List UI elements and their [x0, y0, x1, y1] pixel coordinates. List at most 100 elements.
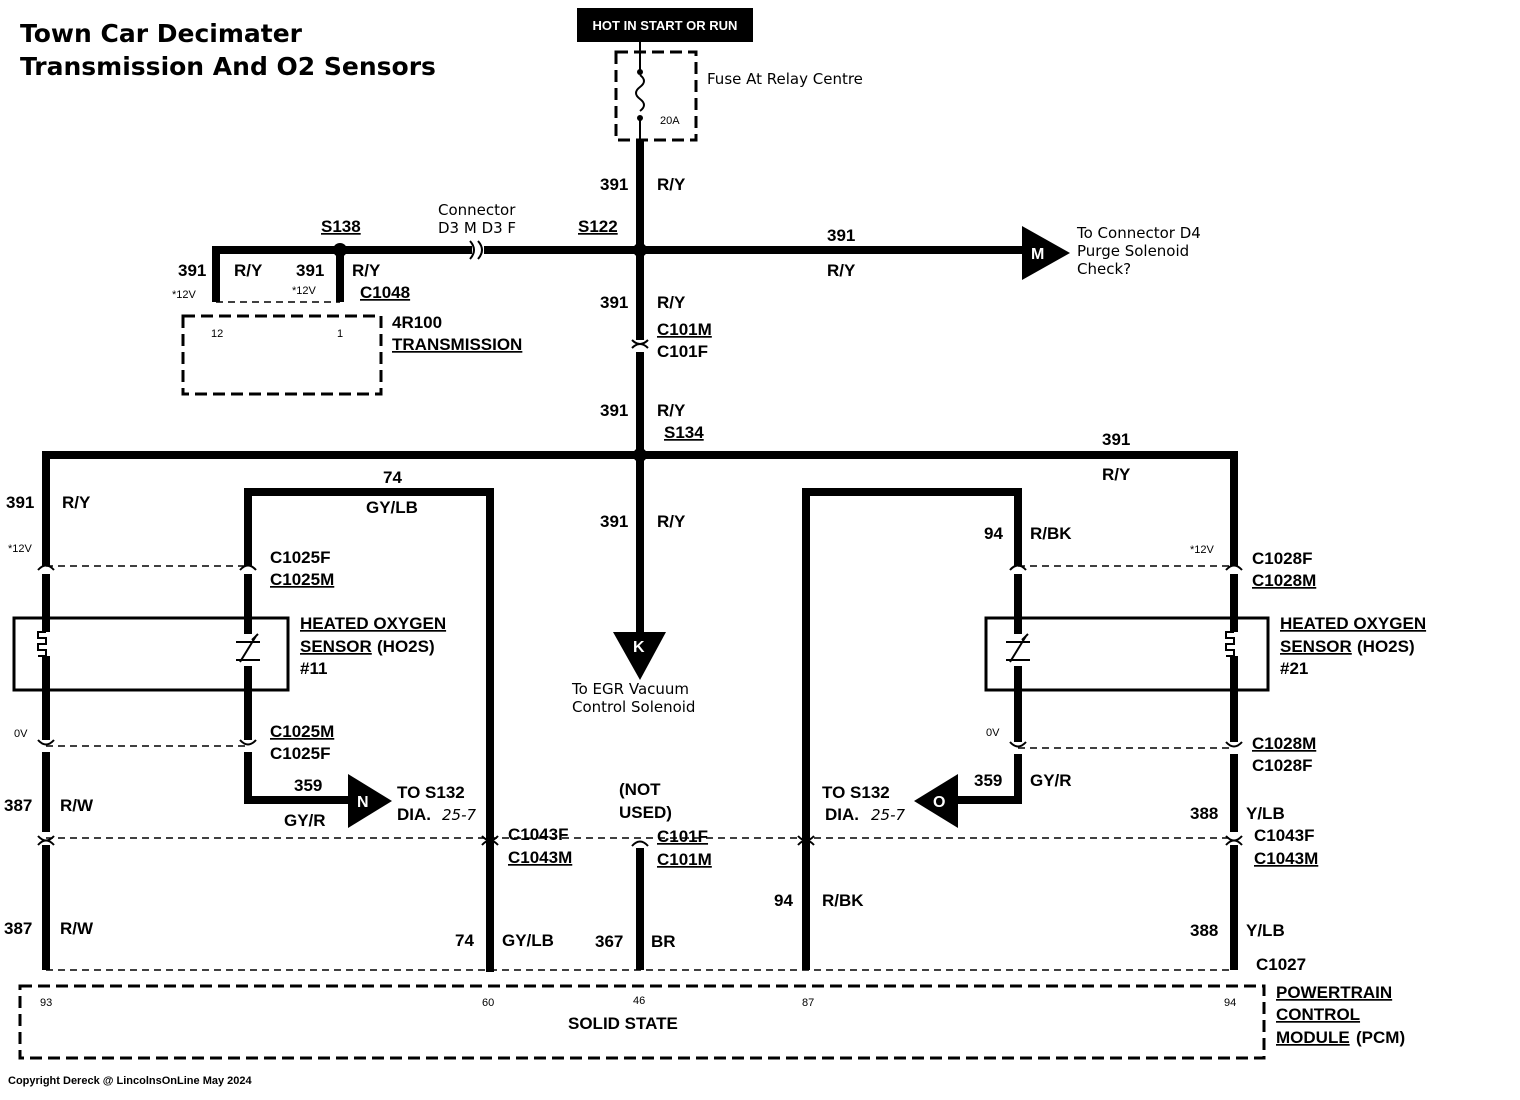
destination-k-letter: K	[633, 639, 645, 656]
connector-c1028m-upper: C1028M	[1252, 571, 1316, 590]
wire-label-94-right: 94	[984, 524, 1003, 543]
wire-label-367: 367	[595, 932, 623, 951]
transmission-label: TRANSMISSION	[392, 335, 522, 354]
voltage-0v-left: 0V	[14, 728, 28, 740]
diagram-title-line2: Transmission And O2 Sensors	[20, 52, 436, 81]
pcm-pin-60: 60	[482, 997, 494, 1009]
wire-label-391-k: 391	[600, 512, 628, 531]
connector-c1028f-upper: C1028F	[1252, 549, 1312, 568]
wire-label-391-b: 391	[600, 293, 628, 312]
wire-label-391-left: 391	[6, 493, 34, 512]
s132-right-dia: DIA.	[825, 805, 859, 824]
destination-m-arrow	[1022, 226, 1070, 280]
not-used-line2: USED)	[619, 803, 672, 822]
connector-c1043-pin-74-b	[481, 839, 499, 846]
left-sensor-line1: HEATED OXYGEN	[300, 614, 446, 633]
s132-left-dia: DIA.	[397, 805, 431, 824]
wire-color-rbk-lower: R/BK	[822, 891, 864, 910]
right-o2-sensor-box	[984, 616, 1270, 692]
destination-m-line2: Purge Solenoid	[1077, 242, 1189, 260]
pcm-line3a: MODULE	[1276, 1028, 1350, 1047]
wire-label-387-b: 387	[4, 919, 32, 938]
right-sensor-num: #21	[1280, 659, 1308, 678]
fuse-box	[614, 50, 698, 142]
destination-o-arrow	[914, 774, 958, 828]
connector-c1025-lower-pin-a	[37, 739, 55, 746]
o2-sensing-element-icon	[1006, 633, 1030, 663]
connector-c101-lower-pin	[631, 840, 649, 847]
fuse-icon	[635, 74, 645, 112]
wire-color-ry-left: R/Y	[62, 493, 91, 512]
connector-c1025-lower-pin-b	[239, 739, 257, 746]
left-o2-sensor-box	[12, 616, 290, 692]
wire-label-388-a: 388	[1190, 804, 1218, 823]
wire-color-gylb-b: GY/LB	[502, 931, 554, 950]
wire-color-gyr-left: GY/R	[284, 811, 326, 830]
wire-label-391-trans-a: 391	[178, 261, 206, 280]
wire-label-388-b: 388	[1190, 921, 1218, 940]
connector-c1043f-left: C1043F	[508, 825, 568, 844]
voltage-12v-right: *12V	[1190, 544, 1215, 556]
destination-m-letter: M	[1031, 246, 1044, 263]
connector-c1043f-right: C1043F	[1254, 826, 1314, 845]
wire-74-loop	[244, 488, 494, 972]
connector-c101f-lower: C101F	[657, 827, 708, 846]
wire-label-74: 74	[383, 468, 402, 487]
connector-c1043m-left: C1043M	[508, 848, 572, 867]
fuse-terminal-top	[637, 69, 643, 75]
wire-359-right	[956, 754, 1022, 804]
connector-c101m-label: C101M	[657, 320, 712, 339]
wire-label-359-right: 359	[974, 771, 1002, 790]
destination-k-arrow	[613, 632, 666, 680]
connector-c1043-pin-388-b	[1225, 839, 1243, 846]
heater-element-icon	[37, 631, 47, 657]
connector-c1043-pin-387-b	[37, 839, 55, 846]
wire-color-ry-c: R/Y	[657, 401, 686, 420]
pcm-line3b: (PCM)	[1356, 1028, 1405, 1047]
hot-in-start-label: HOT IN START OR RUN	[593, 18, 738, 33]
wire-color-ry-a: R/Y	[657, 175, 686, 194]
copyright-text: Copyright Dereck @ LincolnsOnLine May 20…	[8, 1075, 253, 1087]
s132-right-line1: TO S132	[822, 783, 890, 802]
pcm-pin-46: 46	[633, 995, 645, 1007]
pcm-line1: POWERTRAIN	[1276, 983, 1392, 1002]
wire-color-ylb-b: Y/LB	[1246, 921, 1285, 940]
splice-s134-label: S134	[664, 423, 704, 442]
destination-m-line1: To Connector D4	[1076, 224, 1201, 242]
voltage-12v-left: *12V	[8, 543, 33, 555]
connector-c1028-lower-pin-a	[1009, 741, 1027, 748]
s132-left-ref: 25-7	[442, 806, 476, 824]
splice-s134	[633, 448, 647, 462]
wire-color-gylb-top: GY/LB	[366, 498, 418, 517]
connector-c1025f-upper: C1025F	[270, 548, 330, 567]
wire-color-ry-trans-b: R/Y	[352, 261, 381, 280]
diagram-title-line1: Town Car Decimater	[20, 19, 303, 48]
connector-d3-pins: D3 M D3 F	[438, 219, 516, 237]
connector-c101-lower	[631, 343, 649, 349]
wire-94-loop	[802, 488, 1022, 970]
splice-s122-label: S122	[578, 217, 618, 236]
wire-359-left	[244, 752, 350, 804]
pcm-line2: CONTROL	[1276, 1005, 1360, 1024]
wire-color-ry-right-bus: R/Y	[1102, 465, 1131, 484]
transmission-pin12: 12	[211, 328, 223, 340]
pcm-body-label: SOLID STATE	[568, 1014, 678, 1033]
wire-label-74-b: 74	[455, 931, 474, 950]
connector-d3-female	[477, 240, 483, 260]
connector-c1025f-lower: C1025F	[270, 744, 330, 763]
wire-color-ry-trans-a: R/Y	[234, 261, 263, 280]
connector-c101m-lower: C101M	[657, 850, 712, 869]
connector-c1043-pin-94-b	[797, 839, 815, 846]
transmission-box	[181, 314, 383, 396]
pcm-pin-93: 93	[40, 997, 52, 1009]
connector-c1028m-lower: C1028M	[1252, 734, 1316, 753]
wire-label-359-left: 359	[294, 776, 322, 795]
wire-label-391-right-bus: 391	[1102, 430, 1130, 449]
wire-color-rw-b: R/W	[60, 919, 94, 938]
not-used-line1: (NOT	[619, 780, 661, 799]
destination-o-letter: O	[933, 794, 945, 811]
right-sensor-line1: HEATED OXYGEN	[1280, 614, 1426, 633]
hot-in-start-banner	[577, 8, 753, 42]
connector-c1043m-right: C1043M	[1254, 849, 1318, 868]
